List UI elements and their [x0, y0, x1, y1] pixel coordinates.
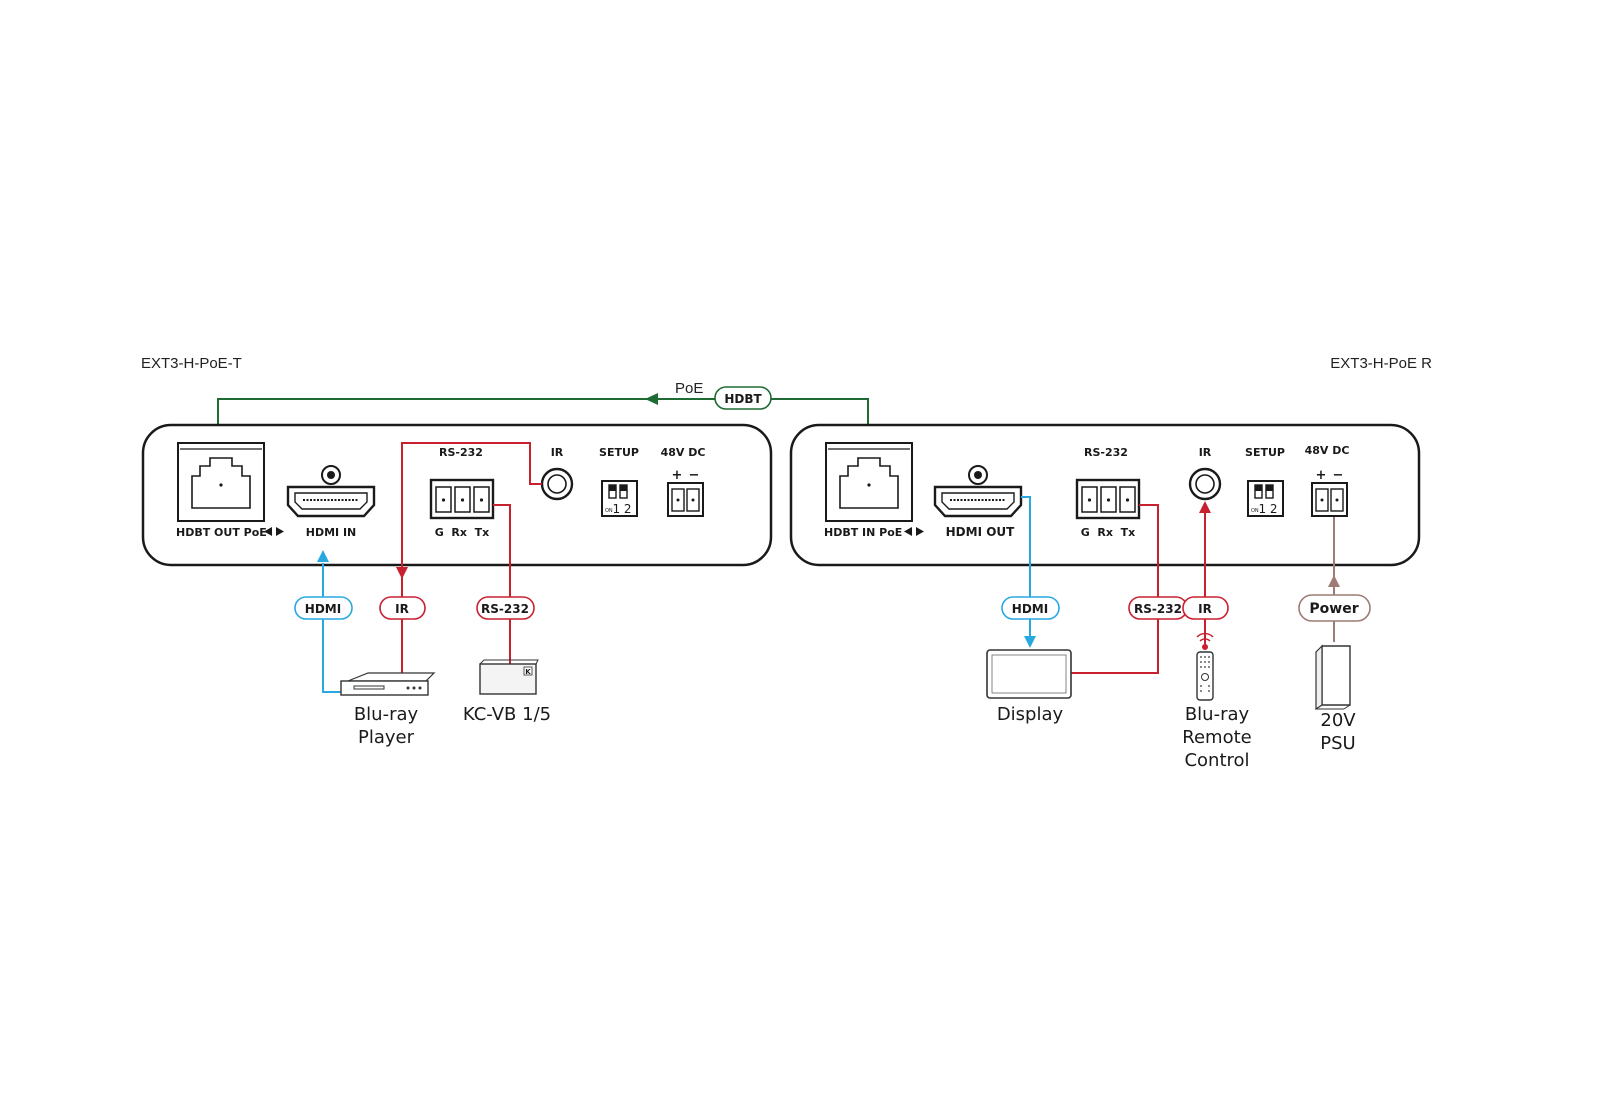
hdbt-tag-label: HDBT — [724, 392, 762, 406]
receiver-setup-digits: 1 2 — [1258, 502, 1277, 516]
receiver-power-label: 48V DC — [1305, 444, 1350, 457]
hdbt-tag: HDBT — [714, 386, 772, 410]
transmitter-setup-label: SETUP — [599, 446, 639, 459]
tag-hdmi-receiver: HDMI — [1001, 596, 1060, 620]
transmitter-hdmi-label: HDMI IN — [306, 526, 357, 539]
tag-ir-receiver-label: IR — [1198, 602, 1212, 616]
transmitter-rs232-label: RS-232 — [439, 446, 483, 459]
receiver-hdmi-port — [933, 465, 1023, 518]
ir-out-arrow — [396, 567, 408, 579]
receiver-hdmi-label: HDMI OUT — [946, 525, 1016, 539]
svg-text:+: + — [1316, 468, 1327, 483]
transmitter-hdbt-port — [177, 442, 265, 522]
kc-vb-label: KC-VB 1/5 — [463, 704, 551, 725]
psu-label-line1: 20V — [1320, 710, 1356, 731]
bluray-player-icon — [340, 672, 436, 696]
transmitter-power-terminal: + − — [667, 468, 704, 517]
display-label: Display — [997, 704, 1064, 725]
psu-icon — [1315, 644, 1351, 711]
tag-rs232-transmitter-label: RS-232 — [481, 602, 529, 616]
receiver-ir-label: IR — [1199, 446, 1212, 459]
kc-vb-logo: K — [525, 668, 531, 676]
remote-control-icon — [1196, 632, 1214, 701]
svg-text:ON: ON — [1251, 508, 1259, 514]
transmitter-hdmi-port — [286, 465, 376, 518]
transmitter-dip-switch: ON 1 2 — [601, 480, 638, 517]
remote-label-line1: Blu-ray — [1185, 704, 1250, 725]
display-icon — [986, 649, 1072, 699]
receiver-name: EXT3-H-PoE R — [1330, 355, 1432, 372]
arrow-right-icon — [916, 527, 924, 536]
svg-text:ON: ON — [605, 508, 613, 514]
tag-ir-transmitter-label: IR — [395, 602, 409, 616]
arrow-left-icon — [904, 527, 912, 536]
transmitter-setup-digits: 1 2 — [612, 502, 631, 516]
remote-label-line2: Remote — [1182, 727, 1251, 748]
receiver-rs232-terminal — [1075, 478, 1141, 520]
remote-label-line3: Control — [1184, 750, 1249, 771]
poe-direction-arrow — [645, 393, 658, 405]
bluray-player-label-line2: Player — [358, 727, 415, 748]
arrow-right-icon — [276, 527, 284, 536]
receiver-dip-switch: ON 1 2 — [1247, 480, 1284, 517]
svg-text:+: + — [672, 468, 683, 483]
hdmi-out-arrow — [1024, 636, 1036, 648]
transmitter-hdbt-label: HDBT OUT PoE — [176, 526, 267, 539]
tag-rs232-transmitter: RS-232 — [476, 596, 535, 620]
tag-power-label: Power — [1309, 601, 1358, 617]
tag-rs232-receiver-label: RS-232 — [1134, 602, 1182, 616]
tag-rs232-receiver: RS-232 — [1128, 596, 1188, 620]
poe-label: PoE — [675, 380, 703, 397]
receiver-hdbt-port — [825, 442, 913, 522]
kc-vb-icon: K — [479, 659, 539, 695]
hdmi-in-arrow — [317, 550, 329, 562]
transmitter-ir-label: IR — [551, 446, 564, 459]
receiver-rs232-cable — [1071, 504, 1159, 674]
svg-text:−: − — [689, 468, 700, 483]
tag-hdmi-receiver-label: HDMI — [1012, 602, 1048, 616]
psu-label-line2: PSU — [1320, 733, 1355, 754]
tag-ir-receiver: IR — [1182, 596, 1229, 620]
transmitter-rs232-pins: G Rx Tx — [435, 526, 490, 539]
tag-ir-transmitter: IR — [379, 596, 426, 620]
receiver-rs232-pins: G Rx Tx — [1081, 526, 1136, 539]
receiver-hdmi-cable — [1021, 496, 1031, 636]
tag-power: Power — [1298, 594, 1371, 622]
receiver-hdbt-label: HDBT IN PoE — [824, 526, 902, 539]
tag-hdmi-transmitter-label: HDMI — [305, 602, 341, 616]
receiver-setup-label: SETUP — [1245, 446, 1285, 459]
arrow-left-icon — [264, 527, 272, 536]
receiver-rs232-label: RS-232 — [1084, 446, 1128, 459]
transmitter-ir-jack — [540, 467, 574, 501]
transmitter-name: EXT3-H-PoE-T — [141, 355, 242, 372]
receiver-power-terminal: + − — [1311, 468, 1348, 517]
receiver-ir-jack — [1188, 467, 1222, 501]
power-arrow — [1328, 575, 1340, 587]
transmitter-ir-cable — [401, 442, 542, 692]
svg-text:−: − — [1333, 468, 1344, 483]
transmitter-hdmi-cable — [322, 563, 348, 693]
transmitter-power-label: 48V DC — [661, 446, 706, 459]
tag-hdmi-transmitter: HDMI — [294, 596, 353, 620]
hdbt-cable — [217, 398, 869, 440]
ir-in-arrow — [1199, 501, 1211, 513]
transmitter-rs232-terminal — [429, 478, 495, 520]
bluray-player-label-line1: Blu-ray — [354, 704, 419, 725]
